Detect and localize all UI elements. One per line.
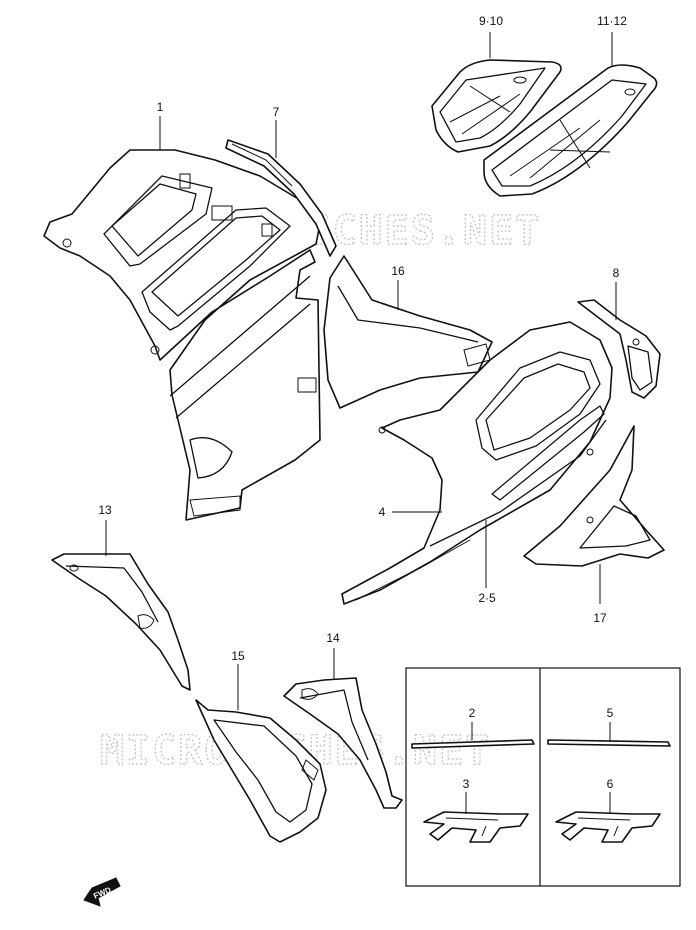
part-5-stripe-decal — [547, 739, 671, 747]
callout-11-12: 11·12 — [597, 14, 627, 28]
part-9-10-cover — [431, 59, 562, 153]
part-7-trim-strip — [225, 139, 337, 257]
part-14-lower-trim — [283, 677, 403, 809]
callout-5: 5 — [607, 706, 614, 720]
part-16-inner-panel — [323, 255, 493, 409]
part-4-lower-cowling — [341, 321, 613, 605]
part-17-under-cover — [523, 425, 665, 567]
callout-4: 4 — [379, 505, 386, 519]
decal-box — [405, 667, 681, 887]
callout-16: 16 — [391, 264, 405, 278]
part-6-rf-emblem — [555, 811, 661, 843]
callout-2: 2 — [469, 706, 476, 720]
callout-13: 13 — [98, 503, 112, 517]
callout-1: 1 — [157, 100, 164, 114]
part-8-corner-cover — [577, 299, 661, 399]
callout-15: 15 — [231, 649, 245, 663]
callout-3: 3 — [463, 777, 470, 791]
leader-lines — [105, 32, 617, 814]
part-2-stripe-decal — [411, 739, 535, 749]
part-11-12-cover — [483, 64, 658, 197]
callout-14: 14 — [326, 631, 340, 645]
callout-7: 7 — [273, 105, 280, 119]
part-13-side-piece — [51, 553, 191, 691]
callout-6: 6 — [607, 777, 614, 791]
part-15-lower-panel — [195, 699, 327, 843]
part-1-side-cowling — [43, 149, 321, 521]
callout-9-10: 9·10 — [479, 14, 503, 28]
fwd-arrow-icon: FWD — [83, 877, 121, 907]
callout-8: 8 — [613, 266, 620, 280]
part-3-rf-emblem — [423, 811, 529, 843]
callout-2-5: 2·5 — [478, 591, 496, 605]
callout-17: 17 — [593, 611, 607, 625]
